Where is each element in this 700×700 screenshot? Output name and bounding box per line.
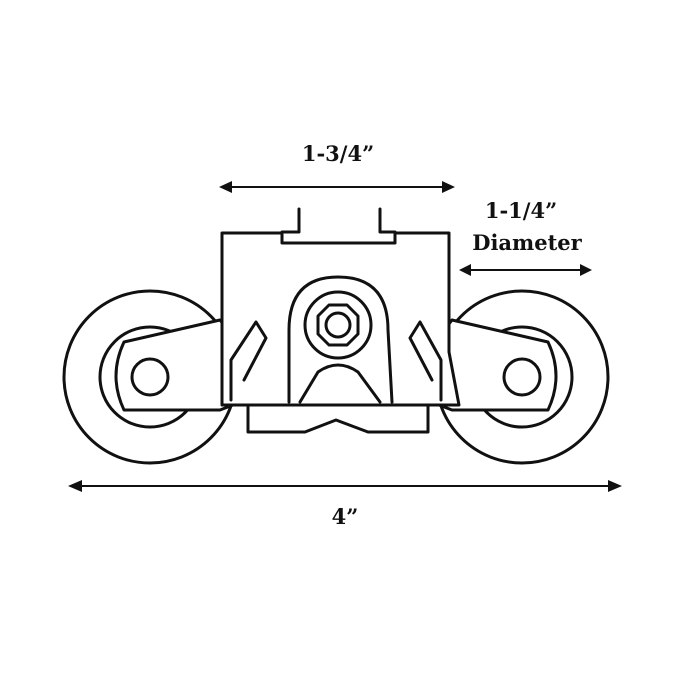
hub-spline-socket xyxy=(316,303,360,347)
hub-cradle xyxy=(298,363,382,404)
wheel-size-label: 1-1/4” xyxy=(485,198,557,223)
right-axle-bolt xyxy=(502,357,542,397)
housing-inner-arch xyxy=(287,275,394,404)
left-axle-bolt xyxy=(130,357,170,397)
top-width-dimension: 1-3/4” xyxy=(219,141,455,193)
top-width-arrow-right xyxy=(442,181,455,193)
hub-inner-bore xyxy=(324,311,352,339)
wheel-diameter-dimension: 1-1/4” Diameter xyxy=(459,198,592,276)
housing-left-slot xyxy=(229,320,268,402)
wheel-diameter-arrow-right xyxy=(580,264,592,276)
hub-outer-ring xyxy=(303,290,373,360)
wheel-size-caption: Diameter xyxy=(472,230,582,255)
wheel-diameter-arrow-left xyxy=(459,264,471,276)
top-width-label: 1-3/4” xyxy=(302,141,374,166)
overall-width-arrow-left xyxy=(68,480,82,492)
overall-width-dimension: 4” xyxy=(68,480,622,529)
central-hub xyxy=(303,290,373,360)
overall-width-arrow-right xyxy=(608,480,622,492)
top-width-arrow-left xyxy=(219,181,232,193)
housing-right-slot xyxy=(408,320,443,402)
top-mounting-tab xyxy=(280,207,397,234)
overall-width-label: 4” xyxy=(332,504,359,529)
